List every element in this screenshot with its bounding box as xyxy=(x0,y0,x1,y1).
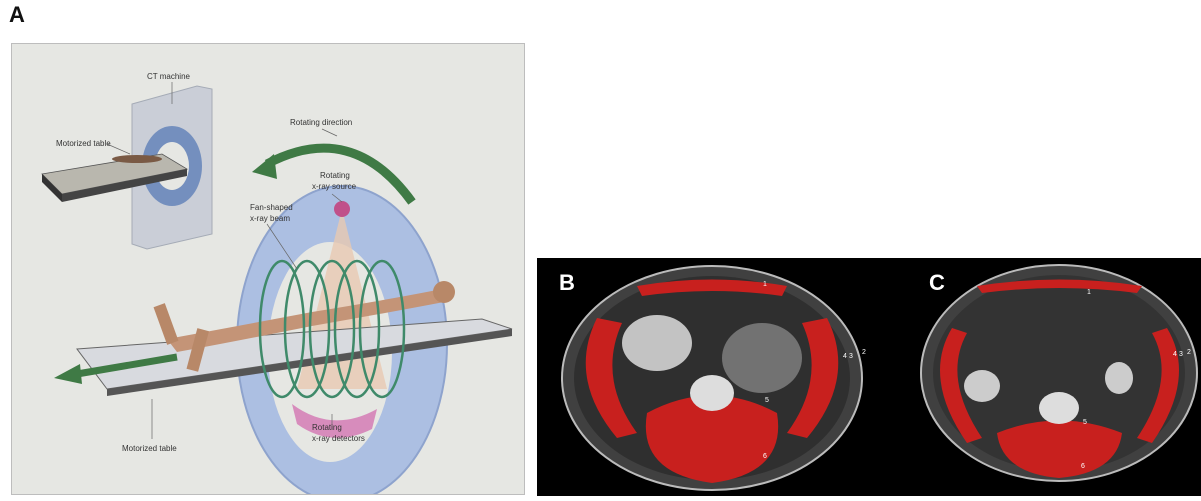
ct-scanner-illustration: CT machine Motorized table Rotating dire… xyxy=(11,43,525,495)
label-rotating-source-1: Rotating xyxy=(320,171,350,180)
muscle-number: 3 xyxy=(1179,351,1183,358)
panel-label-b: B xyxy=(559,270,575,296)
panel-label-a: A xyxy=(9,2,25,28)
ct-scanner-drawing: CT machine Motorized table Rotating dire… xyxy=(12,44,525,495)
ct-scans: 1 2 3 4 5 6 1 2 3 4 5 6 xyxy=(537,258,1201,496)
label-motorized-table-bottom: Motorized table xyxy=(122,444,177,453)
muscle-number: 1 xyxy=(763,281,767,288)
label-motorized-table-top: Motorized table xyxy=(56,139,111,148)
muscle-number: 4 xyxy=(1173,351,1177,358)
muscle-number: 6 xyxy=(763,453,767,460)
muscle-number: 1 xyxy=(1087,289,1091,296)
muscle-number: 2 xyxy=(862,349,866,356)
label-rotating-source-2: x-ray source xyxy=(312,182,357,191)
label-detectors-2: x-ray detectors xyxy=(312,434,365,443)
muscle-number: 3 xyxy=(849,353,853,360)
label-detectors-1: Rotating xyxy=(312,423,342,432)
label-ct-machine: CT machine xyxy=(147,72,191,81)
muscle-number: 4 xyxy=(843,353,847,360)
label-fan-beam-1: Fan-shaped xyxy=(250,203,293,212)
label-fan-beam-2: x-ray beam xyxy=(250,214,290,223)
ct-scan-c: 1 2 3 4 5 6 xyxy=(921,265,1197,481)
muscle-number: 5 xyxy=(765,397,769,404)
muscle-number: 5 xyxy=(1083,419,1087,426)
muscle-number: 6 xyxy=(1081,463,1085,470)
muscle-number: 2 xyxy=(1187,349,1191,356)
panel-label-c: C xyxy=(929,270,945,296)
ct-scan-panels: 1 2 3 4 5 6 1 2 3 4 5 6 B C xyxy=(537,258,1201,496)
ct-scan-b: 1 2 3 4 5 6 xyxy=(562,266,866,490)
label-rotating-direction: Rotating direction xyxy=(290,118,352,127)
